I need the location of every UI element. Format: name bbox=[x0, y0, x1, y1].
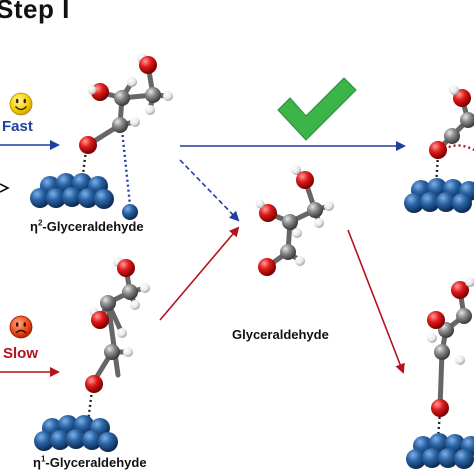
eta1-prefix: η bbox=[33, 455, 41, 470]
glyceraldehyde-label: Glyceraldehyde bbox=[232, 327, 329, 342]
happy-face-icon bbox=[9, 92, 33, 116]
slow-arrows bbox=[0, 226, 405, 377]
fast-arrows bbox=[0, 140, 406, 222]
sad-face-icon bbox=[9, 315, 33, 339]
slow-label: Slow bbox=[3, 345, 39, 362]
eta2-glyceraldehyde-label: η2-Glyceraldehyde bbox=[30, 219, 144, 234]
slow-arrow-to-glyceraldehyde bbox=[159, 226, 240, 321]
surface-cluster-eta1 bbox=[34, 415, 118, 452]
fragment-arrow-left bbox=[0, 183, 10, 193]
eta2-name: -Glyceraldehyde bbox=[42, 219, 144, 234]
free-glyceraldehyde-molecule bbox=[255, 165, 334, 276]
surface-cluster-eta2 bbox=[30, 173, 138, 220]
eta2-glyceraldehyde-molecule bbox=[30, 53, 173, 220]
eta2-superscript: 2 bbox=[37, 218, 43, 228]
product-molecule-fast bbox=[404, 85, 474, 213]
eta1-glyceraldehyde-label: η1-Glyceraldehyde bbox=[33, 455, 147, 470]
eta1-superscript: 1 bbox=[40, 454, 46, 464]
fast-arrow-to-glyceraldehyde bbox=[179, 159, 240, 222]
slow-arrow-out bbox=[347, 229, 405, 374]
step-title: Step I bbox=[0, 0, 70, 24]
eta1-name: -Glyceraldehyde bbox=[45, 455, 147, 470]
fast-label: Fast bbox=[2, 118, 33, 135]
checkmark-icon bbox=[277, 77, 357, 141]
product-molecule-slow bbox=[406, 277, 474, 469]
eta2-prefix: η bbox=[30, 219, 38, 234]
eta1-glyceraldehyde-molecule bbox=[34, 257, 150, 452]
